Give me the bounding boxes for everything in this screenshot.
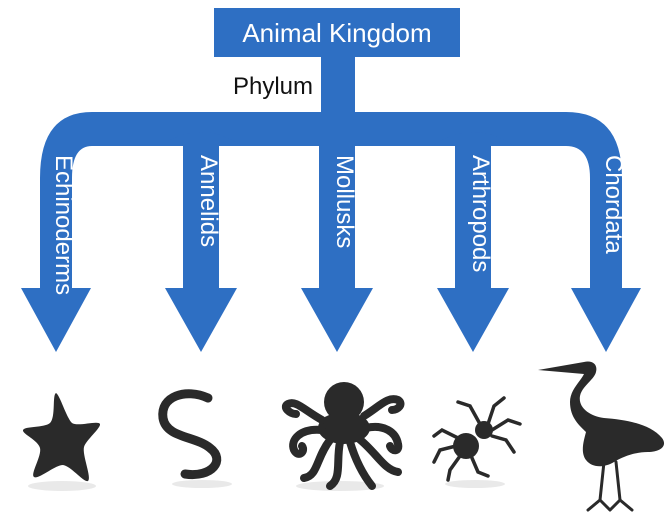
- octopus-icon: [286, 382, 401, 486]
- arrowhead-arthropods: [437, 288, 509, 352]
- arrow-tree: [21, 8, 641, 352]
- branch-label-annelids: Annelids: [195, 155, 222, 247]
- arrowhead-echinoderms: [21, 288, 91, 352]
- phylum-label: Phylum: [233, 73, 313, 100]
- heron-icon: [538, 361, 664, 510]
- branch-label-arthropods: Arthropods: [467, 155, 494, 272]
- branch-label-mollusks: Mollusks: [331, 155, 358, 248]
- worm-icon: [163, 394, 217, 475]
- arrowhead-annelids: [165, 288, 237, 352]
- branch-label-chordata: Chordata: [600, 155, 627, 254]
- branch-label-echinoderms: Echinoderms: [50, 155, 77, 295]
- spider-icon: [434, 398, 520, 480]
- trunk: [321, 56, 355, 116]
- arrowhead-chordata: [571, 288, 641, 352]
- arrowhead-mollusks: [301, 288, 373, 352]
- starfish-icon: [23, 393, 100, 481]
- diagram-title: Animal Kingdom: [242, 18, 431, 48]
